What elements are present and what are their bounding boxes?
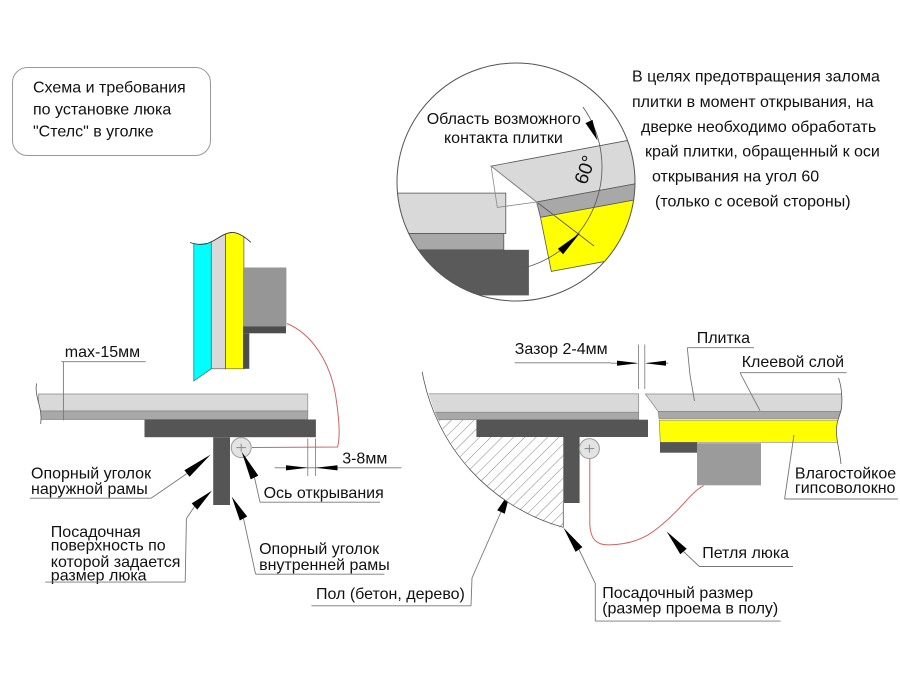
svg-text:Посадочная: Посадочная	[51, 524, 141, 541]
svg-text:Опорный уголок: Опорный уголок	[259, 541, 380, 558]
svg-text:Пол (бетон, дерево): Пол (бетон, дерево)	[316, 586, 465, 603]
svg-text:3-8мм: 3-8мм	[342, 451, 387, 468]
svg-text:плитки в момент открывания, на: плитки в момент открывания, на	[632, 94, 874, 111]
svg-text:(размер проема в полу): (размер проема в полу)	[602, 600, 778, 617]
svg-text:(только с осевой стороны): (только с осевой стороны)	[655, 193, 851, 210]
svg-text:max-15мм: max-15мм	[65, 344, 140, 361]
svg-text:открывания на угол 60: открывания на угол 60	[652, 169, 819, 186]
svg-text:Область возможного: Область возможного	[427, 111, 581, 128]
svg-text:"Стелс" в уголке: "Стелс" в уголке	[33, 124, 154, 141]
svg-text:Влагостойкое: Влагостойкое	[795, 466, 896, 483]
svg-text:Схема и требования: Схема и требования	[33, 80, 186, 97]
svg-text:поверхность по: поверхность по	[51, 538, 166, 555]
svg-text:наружной рамы: наружной рамы	[31, 481, 148, 498]
svg-text:размер люка: размер люка	[51, 567, 147, 584]
svg-text:край плитки, обращенный к оси: край плитки, обращенный к оси	[645, 144, 880, 161]
svg-text:Посадочный размер: Посадочный размер	[602, 585, 753, 602]
svg-text:Плитка: Плитка	[697, 330, 750, 347]
svg-text:по установке люка: по установке люка	[33, 102, 171, 119]
svg-text:Петля люка: Петля люка	[702, 545, 789, 562]
svg-text:внутренней рамы: внутренней рамы	[259, 557, 390, 574]
svg-text:В целях предотвращения залома: В целях предотвращения залома	[632, 69, 880, 86]
svg-text:Клеевой слой: Клеевой слой	[742, 354, 844, 371]
svg-text:дверке необходимо обработать: дверке необходимо обработать	[641, 119, 876, 136]
svg-text:Зазор 2-4мм: Зазор 2-4мм	[515, 341, 608, 358]
svg-text:Ось открывания: Ось открывания	[264, 485, 384, 502]
svg-text:гипсоволокно: гипсоволокно	[795, 480, 896, 497]
svg-text:контакта плитки: контакта плитки	[444, 130, 563, 147]
svg-text:Опорный уголок: Опорный уголок	[31, 465, 152, 482]
svg-text:которой задается: которой задается	[51, 554, 181, 571]
